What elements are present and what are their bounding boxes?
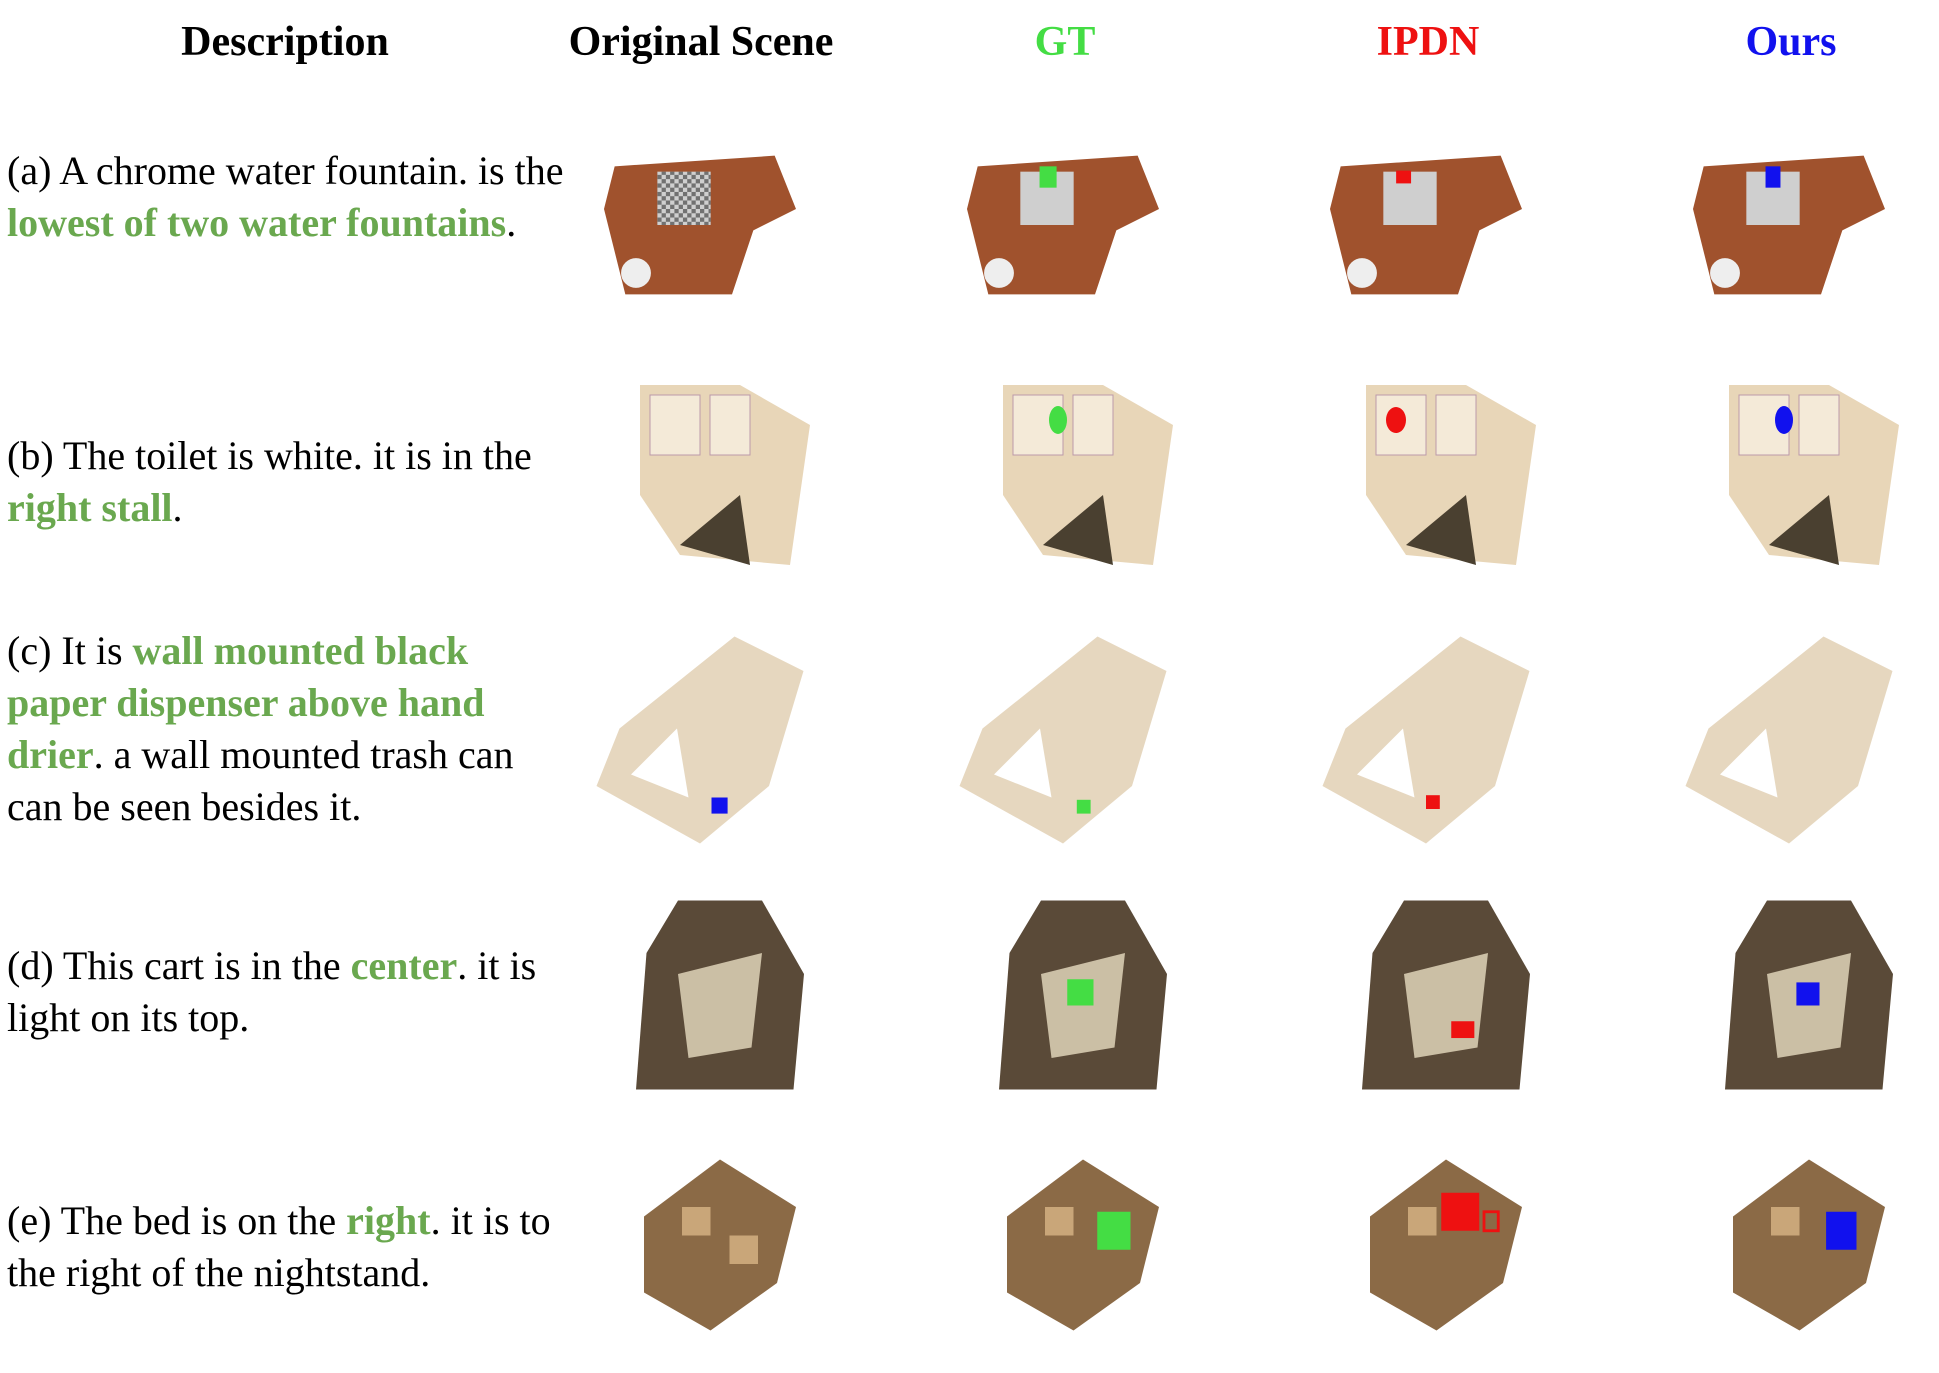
scene-image-ipdn [1326, 375, 1566, 575]
scene-image-original [580, 625, 820, 855]
scene-image-ours [1669, 145, 1909, 305]
gt-mask [1076, 799, 1091, 814]
scene-image-ours [1689, 375, 1929, 575]
ours-mask [1826, 1211, 1857, 1250]
result-row-d: (d) This cart is in the center. it is li… [0, 890, 1939, 1100]
gt-mask [1039, 166, 1057, 188]
scene-image-original [600, 375, 840, 575]
scene-image-gt [943, 625, 1183, 855]
ours-mask [1796, 982, 1820, 1006]
ours-mask [1775, 406, 1793, 434]
ipdn-mask [1451, 1021, 1475, 1039]
description-d: (d) This cart is in the center. it is li… [7, 943, 537, 1040]
scene-image-ipdn [1326, 1150, 1566, 1340]
scene-image-ours [1689, 890, 1929, 1100]
description-b: (b) The toilet is white. it is in the ri… [7, 433, 532, 530]
header-ipdn: IPDN [1376, 19, 1480, 65]
result-row-a: (a) A chrome water fountain. is the lowe… [0, 145, 1939, 315]
ipdn-mask [1426, 795, 1440, 809]
scene-image-ours [1669, 625, 1909, 855]
scene-image-gt [963, 1150, 1203, 1340]
gt-mask [1097, 1211, 1131, 1250]
header-gt: GT [1034, 19, 1096, 65]
header-original-scene: Original Scene [568, 19, 834, 65]
gt-mask [1049, 406, 1067, 434]
scene-image-ipdn [1306, 145, 1546, 305]
scene-image-gt [943, 145, 1183, 305]
ours-mask [1765, 166, 1781, 188]
scene-image-original [580, 145, 820, 305]
scene-image-ours [1689, 1150, 1929, 1340]
ipdn-mask [1441, 1192, 1480, 1231]
ipdn-mask [1386, 407, 1406, 433]
description-c: (c) It is wall mounted black paper dispe… [7, 628, 514, 829]
header-ours: Ours [1745, 19, 1837, 65]
header-description: Description [181, 19, 389, 65]
scene-image-ipdn [1306, 625, 1546, 855]
scene-image-ipdn [1326, 890, 1566, 1100]
result-row-e: (e) The bed is on the right. it is to th… [0, 1150, 1939, 1340]
scene-image-gt [963, 890, 1203, 1100]
description-a: (a) A chrome water fountain. is the lowe… [7, 148, 564, 245]
scene-image-gt [963, 375, 1203, 575]
scene-image-original [600, 1150, 840, 1340]
scene-image-original [600, 890, 840, 1100]
gt-mask [1067, 979, 1094, 1006]
description-e: (e) The bed is on the right. it is to th… [7, 1198, 551, 1295]
result-row-b: (b) The toilet is white. it is in the ri… [0, 375, 1939, 575]
result-row-c: (c) It is wall mounted black paper dispe… [0, 625, 1939, 855]
ipdn-mask [1396, 170, 1412, 184]
